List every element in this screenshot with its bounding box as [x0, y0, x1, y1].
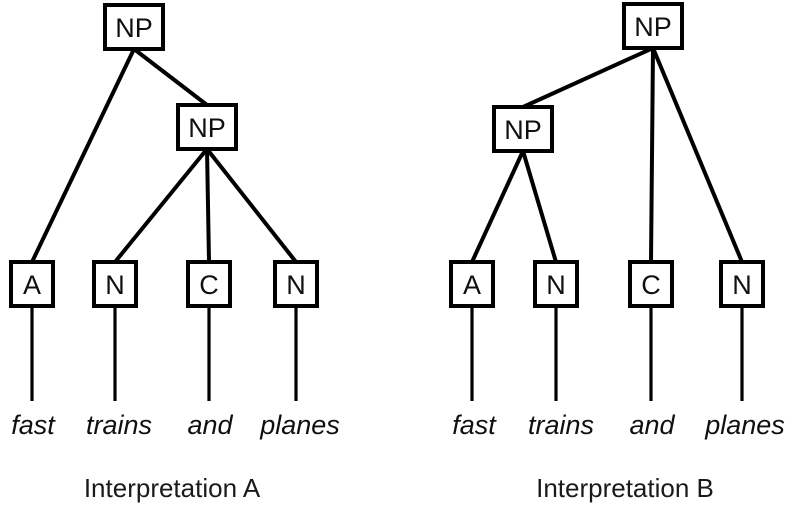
- edge-group-interpretation-a: [30, 47, 298, 264]
- leaf-word-b-word-fast: fast: [452, 410, 497, 440]
- node-box-b-root-np[interactable]: [622, 2, 684, 50]
- node-label-a-leaf-c: C: [199, 270, 219, 300]
- node-label-a-root-np: NP: [115, 13, 153, 43]
- leaf-word-a-word-planes: planes: [259, 410, 340, 440]
- tree-edge-a-inner-np-to-a-leaf-c: [205, 148, 211, 263]
- node-a-leaf-a[interactable]: A: [9, 260, 55, 308]
- node-box-a-inner-np[interactable]: [176, 103, 238, 151]
- tree-edge-a-inner-np-to-a-leaf-n1: [113, 147, 209, 264]
- caption-interpretation-a: Interpretation A: [84, 473, 261, 503]
- stem-group-interpretation-b: [470, 306, 744, 401]
- leaf-word-a-word-trains: trains: [86, 410, 152, 440]
- caption-interpretation-b: Interpretation B: [536, 473, 714, 503]
- tree-edge-b-inner-np-to-b-leaf-n1: [521, 150, 558, 263]
- node-box-a-leaf-n1[interactable]: [92, 260, 138, 308]
- node-label-b-leaf-c: C: [641, 270, 661, 300]
- tree-edge-a-inner-np-to-a-leaf-n2: [205, 147, 298, 264]
- node-label-a-leaf-n2: N: [286, 270, 306, 300]
- node-box-b-inner-np[interactable]: [492, 105, 554, 153]
- node-a-leaf-n1[interactable]: N: [92, 260, 138, 308]
- leaf-word-b-word-and: and: [629, 410, 675, 440]
- node-b-leaf-a[interactable]: A: [449, 260, 495, 308]
- node-box-a-leaf-n2[interactable]: [273, 260, 319, 308]
- node-box-b-leaf-n1[interactable]: [533, 260, 579, 308]
- node-box-b-leaf-a[interactable]: [449, 260, 495, 308]
- node-box-b-leaf-c[interactable]: [628, 260, 674, 308]
- node-label-b-inner-np: NP: [504, 115, 542, 145]
- stem-group-interpretation-a: [30, 306, 298, 401]
- leaf-word-a-word-and: and: [187, 410, 233, 440]
- node-label-a-leaf-n1: N: [105, 270, 125, 300]
- tree-edge-a-root-np-to-a-inner-np: [132, 47, 209, 107]
- node-box-a-root-np[interactable]: [103, 3, 165, 51]
- node-a-inner-np[interactable]: NP: [176, 103, 238, 151]
- tree-edge-b-root-np-to-b-inner-np: [522, 46, 654, 109]
- node-label-a-inner-np: NP: [188, 113, 226, 143]
- edge-group-interpretation-b: [470, 46, 744, 263]
- tree-edge-b-root-np-to-b-leaf-c: [649, 47, 655, 263]
- node-label-b-leaf-n2: N: [732, 270, 752, 300]
- node-label-b-leaf-a: A: [463, 270, 481, 300]
- tree-edge-b-inner-np-to-b-leaf-a: [470, 150, 525, 263]
- node-box-a-leaf-a[interactable]: [9, 260, 55, 308]
- leaf-word-b-word-planes: planes: [704, 410, 785, 440]
- node-a-root-np[interactable]: NP: [103, 3, 165, 51]
- leaf-word-b-word-trains: trains: [528, 410, 594, 440]
- node-b-inner-np[interactable]: NP: [492, 105, 554, 153]
- node-box-b-leaf-n2[interactable]: [719, 260, 765, 308]
- node-b-leaf-n2[interactable]: N: [719, 260, 765, 308]
- tree-edge-b-root-np-to-b-leaf-n2: [651, 47, 744, 263]
- node-label-a-leaf-a: A: [23, 270, 41, 300]
- leaf-word-a-word-fast: fast: [11, 410, 56, 440]
- node-b-leaf-c[interactable]: C: [628, 260, 674, 308]
- node-a-leaf-c[interactable]: C: [186, 260, 232, 308]
- node-label-b-root-np: NP: [634, 12, 672, 42]
- node-label-b-leaf-n1: N: [546, 270, 566, 300]
- node-a-leaf-n2[interactable]: N: [273, 260, 319, 308]
- node-b-leaf-n1[interactable]: N: [533, 260, 579, 308]
- node-b-root-np[interactable]: NP: [622, 2, 684, 50]
- tree-edge-a-root-np-to-a-leaf-a: [30, 48, 136, 263]
- node-box-a-leaf-c[interactable]: [186, 260, 232, 308]
